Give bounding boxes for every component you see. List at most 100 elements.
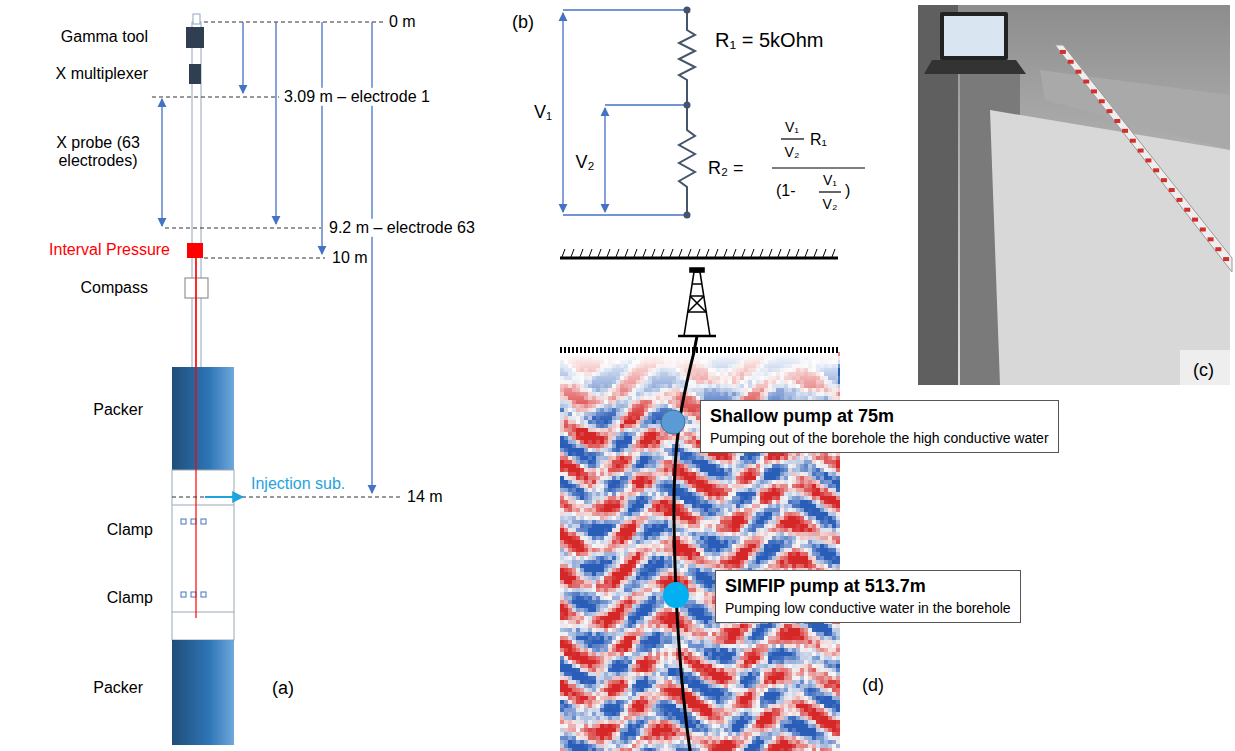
seismic-cell	[780, 456, 784, 460]
seismic-cell	[600, 460, 604, 464]
electrode-mark	[1169, 188, 1175, 192]
seismic-cell	[612, 436, 616, 440]
seismic-cell	[832, 456, 836, 460]
seismic-cell	[680, 456, 684, 460]
seismic-cell	[752, 460, 756, 464]
seismic-cell	[648, 460, 652, 464]
seismic-cell	[816, 460, 820, 464]
seismic-cell	[584, 452, 588, 456]
seismic-cell	[644, 428, 648, 432]
seismic-cell	[736, 460, 740, 464]
seismic-cell	[592, 444, 596, 448]
seismic-cell	[616, 452, 620, 456]
resistor-symbol	[679, 10, 695, 105]
electrode-mark	[1138, 149, 1144, 153]
borehole-section	[560, 249, 840, 751]
seismic-cell	[564, 456, 568, 460]
seismic-cell	[792, 460, 796, 464]
seismic-cell	[656, 460, 660, 464]
seismic-cell	[568, 460, 572, 464]
seismic-cell	[584, 432, 588, 436]
seismic-cell	[612, 448, 616, 452]
seismic-cell	[608, 440, 612, 444]
interval-body	[172, 470, 234, 640]
seismic-cell	[656, 452, 660, 456]
seismic-cell	[644, 440, 648, 444]
seismic-cell	[680, 432, 684, 436]
seismic-cell	[664, 436, 668, 440]
seismic-cell	[584, 456, 588, 460]
seismic-cell	[608, 456, 612, 460]
seismic-cell	[560, 460, 564, 464]
seismic-cell	[584, 448, 588, 452]
seismic-cell	[576, 456, 580, 460]
seismic-cell	[648, 424, 652, 428]
seismic-cell	[576, 452, 580, 456]
electrode-mark	[1184, 208, 1190, 212]
electrode-mark	[1192, 218, 1198, 222]
seismic-cell	[780, 460, 784, 464]
seismic-cell	[652, 424, 656, 428]
seismic-cell	[692, 460, 696, 464]
seismic-cell	[632, 424, 636, 428]
seismic-cell	[688, 460, 692, 464]
seismic-cell	[728, 456, 732, 460]
seismic-cell	[564, 428, 568, 432]
seismic-cell	[580, 440, 584, 444]
seismic-cell	[616, 428, 620, 432]
seismic-cell	[700, 460, 704, 464]
seismic-cell	[600, 452, 604, 456]
seismic-cell	[608, 424, 612, 428]
seismic-cell	[684, 432, 688, 436]
seismic-cell	[684, 440, 688, 444]
seismic-cell	[640, 432, 644, 436]
seismic-cell	[644, 436, 648, 440]
electrode-mark	[1223, 257, 1229, 261]
seismic-cell	[656, 456, 660, 460]
seismic-cell	[648, 452, 652, 456]
seismic-cell	[596, 452, 600, 456]
seismic-cell	[708, 456, 712, 460]
seismic-cell	[660, 456, 664, 460]
seismic-cell	[816, 456, 820, 460]
seismic-cell	[568, 456, 572, 460]
seismic-cell	[596, 424, 600, 428]
seismic-cell	[716, 456, 720, 460]
multiplexer-box	[189, 64, 201, 84]
seismic-cell	[668, 448, 672, 452]
gamma-tool-box	[186, 27, 204, 48]
seismic-cell	[616, 460, 620, 464]
seismic-cell	[596, 432, 600, 436]
electrode-mark	[1099, 99, 1105, 103]
seismic-cell	[584, 440, 588, 444]
seismic-cell	[696, 456, 700, 460]
seismic-cell	[804, 456, 808, 460]
seismic-cell	[576, 436, 580, 440]
seismic-cell	[588, 460, 592, 464]
seismic-cell	[700, 456, 704, 460]
seismic-cell	[632, 428, 636, 432]
seismic-cell	[628, 428, 632, 432]
seismic-cell	[732, 460, 736, 464]
seismic-cell	[712, 460, 716, 464]
seismic-cell	[748, 456, 752, 460]
seismic-cell	[620, 456, 624, 460]
seismic-cell	[808, 460, 812, 464]
seismic-cell	[560, 436, 564, 440]
seismic-cell	[788, 456, 792, 460]
seismic-cell	[616, 444, 620, 448]
seismic-cell	[600, 440, 604, 444]
seismic-cell	[600, 436, 604, 440]
seismic-cell	[636, 432, 640, 436]
seismic-cell	[596, 436, 600, 440]
seismic-cell	[812, 456, 816, 460]
seismic-cell	[660, 436, 664, 440]
seismic-cell	[628, 452, 632, 456]
seismic-cell	[636, 428, 640, 432]
seismic-cell	[612, 456, 616, 460]
seismic-cell	[616, 448, 620, 452]
seismic-cell	[796, 456, 800, 460]
electrode-mark	[1153, 168, 1159, 172]
seismic-cell	[580, 444, 584, 448]
seismic-cell	[652, 440, 656, 444]
